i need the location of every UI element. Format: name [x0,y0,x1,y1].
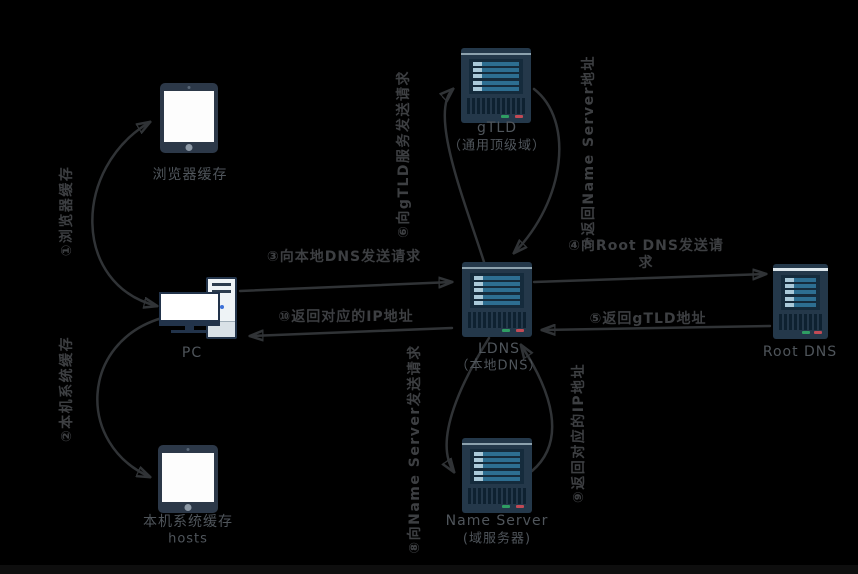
tablet-camera-icon [187,86,191,89]
node-label-name-server: Name Server [445,513,549,529]
server-bar [474,295,520,299]
edge-label-step8: ⑧向Name Server发送请求 [407,344,423,554]
server-bar [473,81,519,85]
server-vent [779,314,822,330]
edge-5-rootdns-to-ldns-arrow [542,326,772,330]
node-sublabel-name-server: (域服务器) [462,531,532,547]
tablet-home-button-icon [184,504,192,511]
node-icon-hosts-cache-tablet [158,445,218,513]
edge-label-step4: ④向Root DNS发送请求 [568,238,724,271]
server-top-stripe [462,443,532,445]
edge-label-step3: ③向本地DNS发送请求 [266,249,422,265]
edge-label-step5: ⑤返回gTLD地址 [589,311,707,327]
node-sublabel-hosts: hosts [168,531,208,547]
red-led-icon [814,331,822,334]
server-bar [474,301,520,305]
tower-slot [212,283,231,286]
server-bar [785,303,816,307]
server-vent [468,488,526,504]
server-bar [474,477,520,481]
red-led-icon [516,329,524,332]
node-label-root-dns: Root DNS [762,344,838,360]
node-label-ldns: LDNS [478,341,520,357]
edge-6-ldns-to-gtld-arrow [445,89,486,264]
server-top-stripe [462,267,532,269]
server-bar [474,471,520,475]
server-bar [474,282,520,286]
server-bar [785,284,816,288]
tablet-screen [162,453,214,502]
edge-label-step2: ②本机系统缓存 [59,335,75,443]
node-icon-browser-cache-tablet [160,83,218,153]
edge-label-step7: ⑦返回Name Server地址 [581,55,597,249]
node-icon-ldns-server [462,262,532,337]
node-label-pc: PC [181,345,203,361]
green-led-icon [501,115,509,118]
server-top-stripe [773,268,828,271]
server-display-panel [469,59,523,94]
monitor-stand-neck [185,326,194,330]
tablet-screen [164,91,214,142]
server-display-panel [781,275,820,310]
server-bar [473,68,519,72]
server-bar [474,288,520,292]
power-led-icon [219,305,224,309]
green-led-icon [802,331,810,334]
tablet-camera-icon [186,448,190,451]
server-bar [785,278,816,282]
edge-3-pc-to-ldns-arrow [238,282,452,293]
bottom-strip [0,565,858,574]
node-label-gtld: gTLD [476,120,518,136]
edge-4-ldns-to-rootdns-arrow [532,274,766,284]
red-led-icon [515,115,523,118]
node-label-browser-cache: 浏览器缓存 [152,167,228,183]
server-bar [473,62,519,66]
monitor-stand-base [171,330,208,333]
green-led-icon [502,329,510,332]
server-bar [474,458,520,462]
node-icon-gtld-server [461,48,531,123]
server-display-panel [470,273,524,308]
node-sublabel-gtld: （通用顶级域） [447,138,547,154]
edge-label-step10: ⑩返回对应的IP地址 [278,309,414,325]
edge-label-step1: ①浏览器缓存 [59,165,75,257]
server-bar [473,87,519,91]
edge-label-step9: ⑨返回对应的IP地址 [571,362,587,504]
server-bar [474,276,520,280]
monitor-bezel [161,320,218,324]
red-led-icon [516,505,524,508]
server-bar [785,290,816,294]
node-label-hosts-cache: 本机系统缓存 [143,514,233,530]
edge-1-browser-cache-arrow [91,122,157,306]
node-icon-root-dns-server [773,264,828,339]
edge-2-hosts-cache-arrow [96,316,164,477]
server-bar [473,74,519,78]
edge-9-nameserver-to-ldns-arrow [521,345,554,473]
edge-7-gtld-to-ldns-arrow [514,87,561,253]
server-display-panel [470,449,524,484]
edge-10-ldns-to-pc-arrow [250,326,454,336]
server-bar [474,452,520,456]
node-icon-name-server [462,438,532,513]
edge-label-step6: ⑥向gTLD服务发送请求 [396,70,412,238]
tablet-home-button-icon [185,144,193,151]
server-bar [474,464,520,468]
server-vent [467,98,525,114]
green-led-icon [502,505,510,508]
server-top-stripe [461,53,531,55]
server-vent [468,312,526,328]
server-bar [785,297,816,301]
edge-8-ldns-to-nameserver-arrow [447,336,491,472]
tower-slot [212,290,231,293]
node-sublabel-ldns: （本地DNS） [455,358,543,374]
pc-monitor-icon [159,292,220,326]
